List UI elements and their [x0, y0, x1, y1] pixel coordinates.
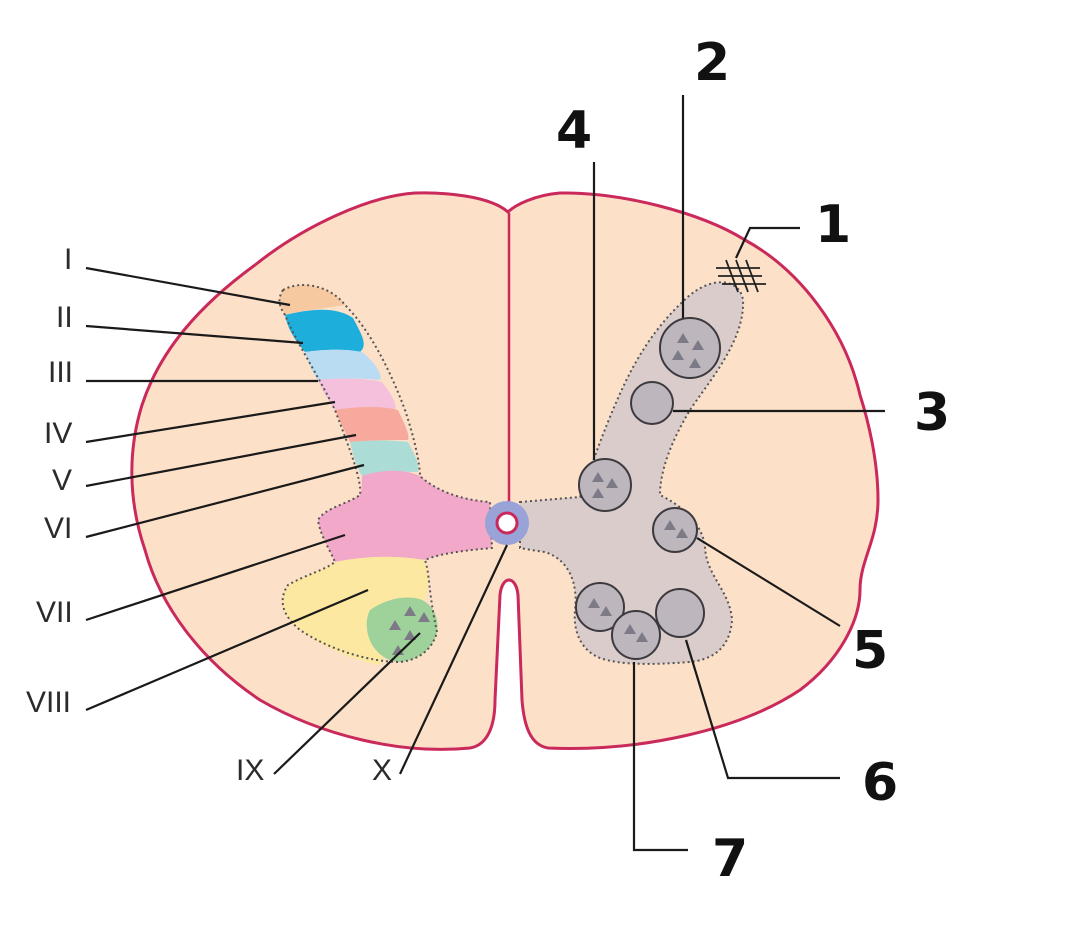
- nucleus-leader-lines: [592, 95, 885, 852]
- crosshatch-mark: [716, 259, 766, 293]
- lamina-label-VIII: VIII: [26, 686, 71, 719]
- central-canal: [495, 511, 519, 535]
- lamina-label-III: III: [48, 356, 73, 389]
- nucleus-label-4: 4: [556, 101, 592, 161]
- nucleus-label-3: 3: [914, 383, 950, 443]
- nuclei-cell-marks: [588, 333, 704, 642]
- lamina-III-region: [305, 349, 381, 380]
- lamina-I-region: [279, 285, 345, 315]
- nucleus-3: [630, 381, 674, 425]
- lamina-label-VI: VI: [44, 512, 72, 545]
- lamina-label-I: I: [64, 243, 72, 276]
- white-matter: [130, 191, 880, 751]
- nucleus-label-7: 7: [712, 829, 748, 889]
- nucleus-label-2: 2: [694, 33, 730, 93]
- nucleus-6: [655, 588, 705, 638]
- lamina-VI-region: [350, 440, 419, 476]
- nucleus-7a: [575, 582, 625, 632]
- left-gray-outline: [278, 284, 494, 664]
- nucleus-label-1: 1: [815, 195, 851, 255]
- lamina-IV-region: [318, 378, 396, 410]
- nucleus-2: [659, 317, 721, 379]
- lamina-IX-cells: [389, 606, 430, 655]
- lamina-VII-region: [318, 470, 492, 562]
- lamina-label-II: II: [56, 301, 73, 334]
- nucleus-4: [578, 458, 632, 512]
- lamina-label-IV: IV: [44, 417, 72, 450]
- lamina-label-V: V: [52, 464, 72, 497]
- lamina-IX-region: [366, 597, 438, 662]
- lamina-label-VII: VII: [36, 596, 73, 629]
- lamina-V-region: [335, 407, 409, 442]
- nucleus-label-5: 5: [852, 621, 888, 681]
- lamina-label-X: X: [372, 754, 392, 787]
- nucleus-7b: [611, 610, 661, 660]
- nucleus-label-6: 6: [862, 753, 898, 813]
- lamina-leader-lines: [85, 266, 508, 775]
- lamina-label-IX: IX: [236, 754, 264, 787]
- lamina-II-region: [285, 309, 364, 352]
